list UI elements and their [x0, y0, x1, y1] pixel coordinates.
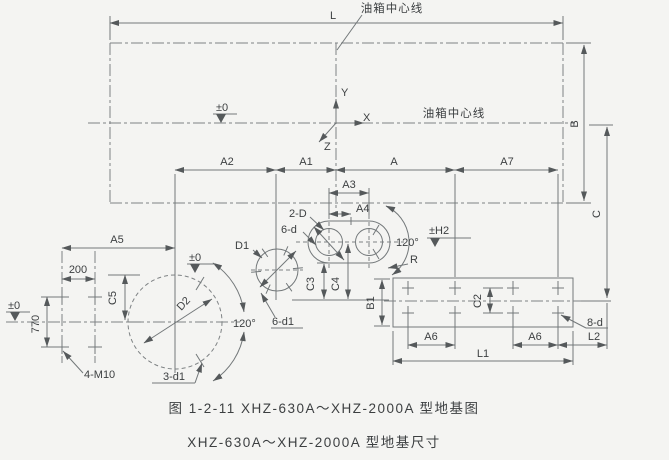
dim-label-L: L — [330, 10, 336, 22]
dim-label-A2: A2 — [220, 156, 233, 168]
dim-A6-L2-extensions — [407, 303, 608, 349]
dim-label-R: R — [410, 254, 418, 266]
bolt-crosses — [55, 290, 102, 354]
callout-label-8d: 8-d — [587, 317, 603, 329]
circle-angle-arc-upper — [212, 262, 246, 313]
callout-label-4M10: 4-M10 — [84, 369, 115, 381]
axis-x-label: X — [363, 112, 371, 124]
dim-D1-leader — [252, 249, 263, 259]
dim-label-B1: B1 — [365, 296, 377, 309]
dim-label-770: 770 — [30, 315, 42, 333]
tank-centerline-top-label: 油箱中心线 — [361, 1, 424, 15]
dim-label-C5: C5 — [107, 291, 119, 305]
bolt-circle-D1 — [255, 248, 299, 292]
datum-zero-circle-label: ±0 — [189, 252, 201, 264]
datum-zero-main-label: ±0 — [216, 102, 228, 114]
base-plate-group: C2 8-d A6 A6 L2 L1 — [384, 277, 611, 365]
axis-z-arrow — [318, 122, 337, 143]
figure-captions: 图 1-2-11 XHZ-630A～XHZ-2000A 型地基图 XHZ-630… — [168, 400, 479, 450]
figure-caption-title: 图 1-2-11 XHZ-630A～XHZ-2000A 型地基图 — [168, 400, 479, 416]
dim-C3-C4-extensions — [292, 262, 389, 301]
dim-C: C — [589, 124, 613, 298]
dim-L: L — [109, 10, 564, 40]
dim-label-A3: A3 — [342, 179, 355, 191]
callout-label-6d: 6-d — [281, 224, 297, 236]
datum-h2-triangle-icon — [430, 238, 440, 247]
dim-label-A5: A5 — [110, 234, 123, 246]
callout-4M10-leader — [62, 350, 84, 374]
bolt-circle-D2-ticks — [128, 276, 205, 368]
callout-label-2D: 2-D — [289, 208, 307, 220]
dim-B-extensions — [566, 42, 591, 204]
figure-caption-subtitle: XHZ-630A～XHZ-2000A 型地基尺寸 — [187, 434, 441, 450]
dim-label-A7: A7 — [500, 156, 513, 168]
datum-zero-left-triangle-icon — [10, 312, 20, 321]
base-plate-hole-crosses — [402, 281, 564, 320]
dim-D1-diameter-line — [259, 250, 297, 288]
dim-label-C: C — [591, 210, 603, 218]
dim-chain-extensions — [174, 174, 559, 373]
dim-label-C2: C2 — [472, 294, 484, 308]
dim-label-C3: C3 — [305, 277, 317, 291]
dim-label-D2: D2 — [175, 295, 193, 313]
slot-right-hole-ticks — [372, 224, 380, 260]
datum-zero-circle-triangle-icon — [190, 264, 200, 273]
axis-y-label: Y — [341, 87, 349, 99]
dim-label-A4: A4 — [356, 203, 369, 215]
coordinate-axes: Y X Z — [318, 87, 371, 153]
dim-label-A: A — [390, 156, 398, 168]
dim-label-L1: L1 — [477, 348, 489, 360]
anchor-bolt-group: 200 770 ±0 4-M10 A5 C5 — [6, 234, 240, 381]
base-plate-outline — [392, 277, 574, 328]
datum-zero-left-label: ±0 — [8, 300, 20, 312]
dim-label-A1: A1 — [299, 156, 312, 168]
dim-label-200: 200 — [69, 264, 87, 276]
dim-label-A6-right: A6 — [528, 331, 541, 343]
dim-label-angle-slot: 120° — [396, 237, 419, 249]
dim-label-angle-circle: 120° — [233, 318, 256, 330]
dim-B1: B1 — [365, 278, 390, 327]
callout-label-6d1: 6-d1 — [272, 316, 294, 328]
datum-zero-main-triangle-icon — [216, 114, 226, 123]
circle-angle-arc-lower — [212, 331, 246, 382]
callout-3d1-leader — [194, 362, 203, 384]
slot-angle-arc — [385, 205, 410, 276]
tank-outline — [88, 42, 575, 214]
slot-outline — [307, 220, 391, 264]
slotted-hole-group: A3 A4 2-D 6-d 120° R — [281, 179, 419, 276]
dim-label-L2: L2 — [588, 331, 600, 343]
dim-label-D1: D1 — [235, 240, 249, 252]
callout-8d-leader — [560, 314, 587, 329]
dim-label-A6-left: A6 — [424, 331, 437, 343]
axis-z-label: Z — [324, 141, 331, 153]
dim-C3-C4: C3 C4 — [292, 243, 389, 301]
datum-zero-main: ±0 — [213, 102, 237, 123]
callout-6d1-leader — [260, 292, 276, 318]
datum-h2-label: ±H2 — [429, 225, 449, 237]
bolt-circle-D1-group: D1 6-d1 — [235, 240, 303, 329]
tank-centerline-callouts: 油箱中心线 油箱中心线 — [336, 1, 486, 120]
slot-hole-diagonal — [313, 226, 345, 261]
dim-C2-extensions — [483, 287, 503, 314]
bolt-circle-D2-group: D2 120° 3-d1 ±0 — [127, 252, 256, 384]
dim-L-extensions — [109, 16, 564, 40]
dim-B: B — [566, 42, 591, 204]
tank-centerline-top-leader — [336, 14, 363, 51]
dim-R-leader — [387, 263, 409, 270]
dim-chain-A: A2 A1 A A7 — [174, 156, 559, 373]
slot-centerline-vertical — [328, 215, 370, 269]
callout-2D-leader — [309, 216, 325, 231]
dim-label-B: B — [569, 120, 581, 127]
dim-label-C4: C4 — [330, 277, 342, 291]
callout-label-3d1: 3-d1 — [163, 371, 185, 383]
datum-h2: ±H2 — [427, 225, 471, 247]
bolt-circle-D1-ticks — [251, 246, 303, 294]
tank-centerline-mid-label: 油箱中心线 — [423, 106, 486, 120]
dim-D2-diameter-line — [143, 298, 213, 344]
dim-B1-extensions — [374, 278, 390, 327]
